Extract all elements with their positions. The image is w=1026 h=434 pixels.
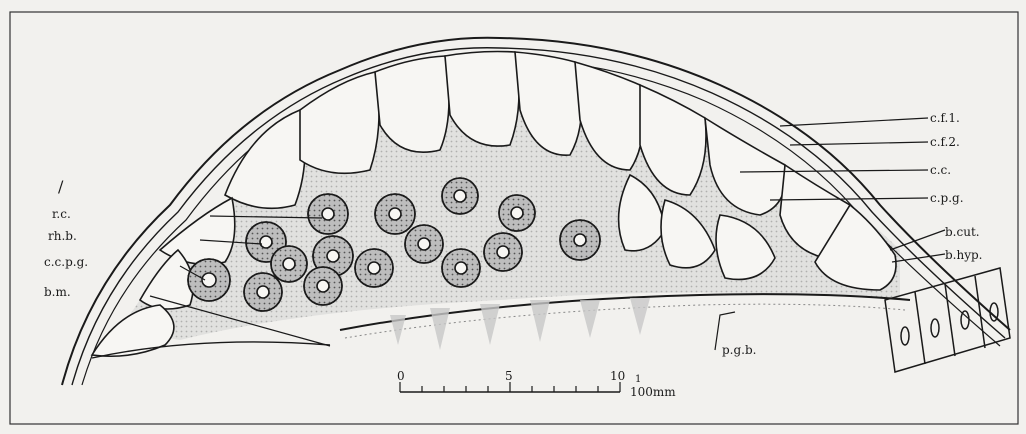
label-bm: b.m. — [44, 285, 71, 299]
rosette — [442, 249, 480, 287]
rosette — [484, 233, 522, 271]
label-bcut: b.cut. — [945, 225, 980, 239]
scale-tick-10: 10 — [610, 369, 625, 383]
scale-unit-numerator: 1 — [635, 374, 641, 385]
label-cf1: c.f.1. — [930, 111, 960, 125]
rosette — [499, 195, 535, 231]
label-rc: r.c. — [52, 207, 71, 221]
rosette — [355, 249, 393, 287]
rosette — [271, 246, 307, 282]
scale-tick-5: 5 — [505, 369, 513, 383]
rosette — [375, 194, 415, 234]
label-ccpg: c.c.p.g. — [44, 255, 88, 269]
label-bhyp: b.hyp. — [945, 248, 983, 262]
rosette — [405, 225, 443, 263]
label-cf2: c.f.2. — [930, 135, 960, 149]
rosette — [188, 259, 230, 301]
label-rhb: rh.b. — [48, 229, 77, 243]
rosette — [442, 178, 478, 214]
label-cc: c.c. — [930, 163, 951, 177]
scale-unit-denominator: 100mm — [630, 385, 676, 399]
scale-tick-0: 0 — [397, 369, 405, 383]
rosette — [304, 267, 342, 305]
rosette — [244, 273, 282, 311]
label-cpg: c.p.g. — [930, 191, 964, 205]
rosette — [308, 194, 348, 234]
label-pgb: p.g.b. — [722, 343, 757, 357]
rosette — [560, 220, 600, 260]
label-slash: / — [58, 177, 64, 196]
